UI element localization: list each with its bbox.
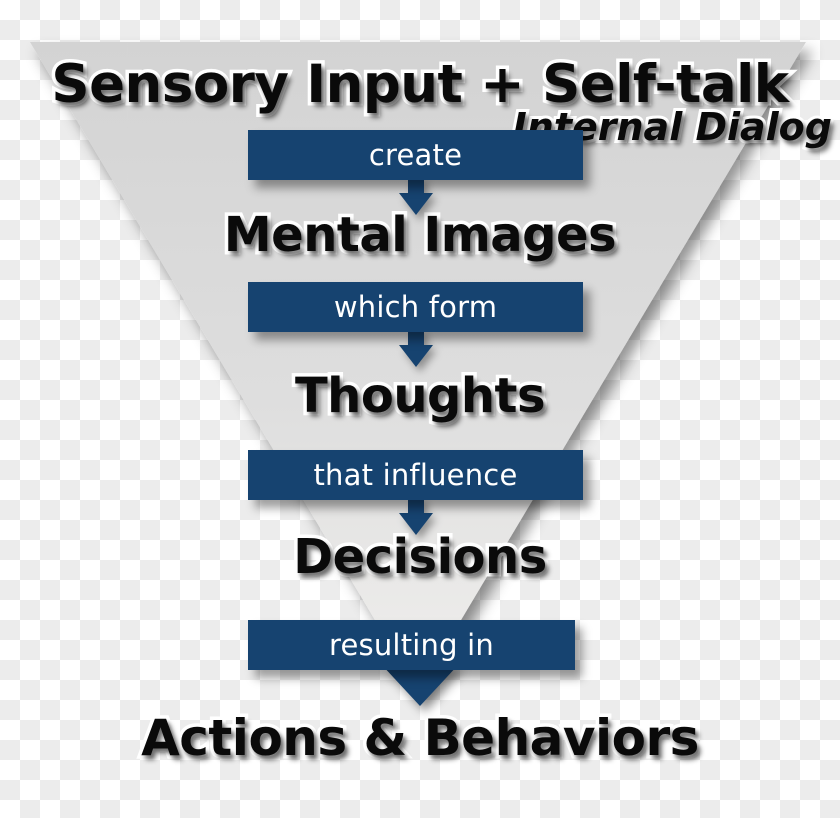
connector-bar-create: create bbox=[248, 130, 583, 180]
connector-bar-that-influence: that influence bbox=[248, 450, 583, 500]
arrow-down-icon-3 bbox=[398, 498, 434, 538]
connector-bar-resulting-in: resulting in bbox=[248, 620, 575, 670]
connector-label-that-influence: that influence bbox=[313, 458, 518, 492]
arrow-head bbox=[399, 513, 433, 535]
stage-label-actions-behaviors: Actions & Behaviors bbox=[138, 706, 703, 771]
connector-bar-which-form: which form bbox=[248, 282, 583, 332]
stage-label-thoughts: Thoughts bbox=[291, 365, 549, 428]
arrow-down-icon-2 bbox=[398, 330, 434, 370]
stage-label-decisions: Decisions bbox=[290, 526, 551, 589]
arrow-head bbox=[399, 193, 433, 215]
arrow-stem bbox=[408, 178, 424, 194]
arrow-down-icon-final bbox=[381, 664, 459, 706]
connector-label-which-form: which form bbox=[333, 290, 498, 324]
page-title: Sensory Input + Self-talk bbox=[48, 51, 793, 118]
arrow-stem bbox=[408, 330, 424, 346]
arrow-stem bbox=[408, 498, 424, 514]
arrow-head bbox=[399, 345, 433, 367]
connector-label-create: create bbox=[368, 138, 463, 172]
connector-label-resulting-in: resulting in bbox=[329, 628, 494, 662]
arrow-down-icon-1 bbox=[398, 178, 434, 218]
